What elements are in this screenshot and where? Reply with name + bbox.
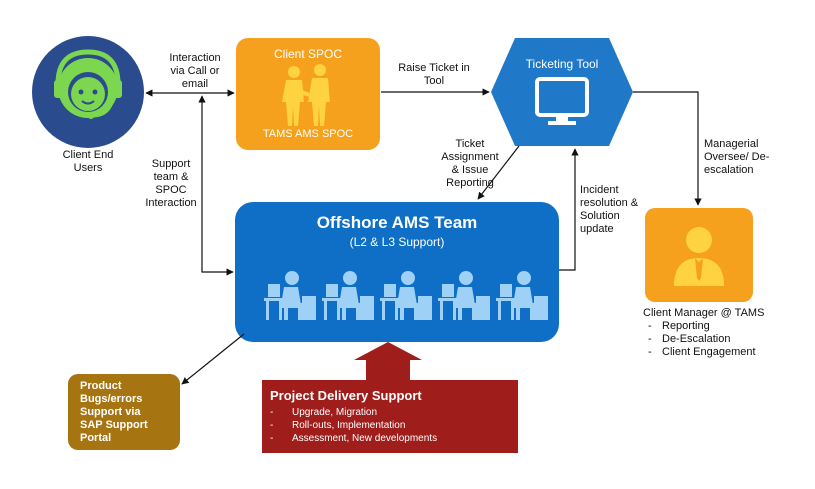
edge-label-incident-resolution: Incident resolution & Solution update: [580, 184, 639, 235]
edge-ticketing-manager: [633, 91, 702, 206]
product-bugs-label: Product Bugs/errors Support via SAP Supp…: [80, 380, 148, 444]
edge-offshore-bugs: [181, 333, 245, 385]
edge-offshore-ticketing: [559, 148, 579, 271]
project-delivery-title: Project Delivery Support: [270, 388, 422, 403]
project-delivery-item: Roll-outs, Implementation: [270, 419, 510, 432]
offshore-ams-team-node: [235, 202, 559, 342]
desk-worker-icon: [438, 271, 490, 320]
desk-worker-icon: [496, 271, 548, 320]
edge-ticketing-offshore: [477, 145, 520, 200]
edge-label-interaction: Interaction via Call or email: [169, 52, 221, 90]
manager-icon: [674, 227, 724, 286]
client-end-users-node: [32, 36, 144, 148]
edge-label-managerial-oversee: Managerial Oversee/ De- escalation: [704, 138, 770, 176]
client-spoc-node: [236, 38, 380, 150]
client-manager-item: Reporting: [648, 320, 798, 333]
headset-agent-icon: [54, 49, 122, 119]
desk-worker-icon: [264, 271, 316, 320]
edge-label-raise-ticket: Raise Ticket in Tool: [398, 62, 470, 87]
project-delivery-item: Assessment, New developments: [270, 432, 510, 445]
edge-label-ticket-assignment: Ticket Assignment & Issue Reporting: [441, 138, 499, 189]
edge-support-spoc: [198, 95, 234, 276]
client-end-users-label: Client End Users: [62, 149, 114, 174]
connectors: [145, 88, 702, 385]
client-manager-item: Client Engagement: [648, 346, 798, 359]
two-people-handshake-icon: [282, 64, 330, 126]
desk-worker-icon: [322, 271, 374, 320]
people-at-desks-icon: [264, 271, 548, 320]
client-spoc-subtitle: TAMS AMS SPOC: [262, 128, 354, 140]
client-spoc-title: Client SPOC: [273, 47, 343, 61]
product-bugs-node: [68, 374, 180, 450]
ticketing-tool-title: Ticketing Tool: [525, 57, 599, 71]
client-manager-node: [645, 208, 753, 302]
project-delivery-list: Upgrade, Migration Roll-outs, Implementa…: [270, 406, 510, 445]
project-delivery-item: Upgrade, Migration: [270, 406, 510, 419]
client-manager-item: De-Escalation: [648, 333, 798, 346]
client-manager-title: Client Manager @ TAMS: [643, 307, 765, 319]
desk-worker-icon: [380, 271, 432, 320]
monitor-icon: [535, 77, 589, 125]
offshore-team-subtitle: (L2 & L3 Support): [349, 235, 445, 249]
offshore-team-title: Offshore AMS Team: [316, 213, 478, 232]
edge-label-support-spoc: Support team & SPOC Interaction: [145, 158, 197, 209]
ticketing-tool-node: [491, 38, 633, 146]
client-manager-list: Reporting De-Escalation Client Engagemen…: [648, 320, 798, 359]
